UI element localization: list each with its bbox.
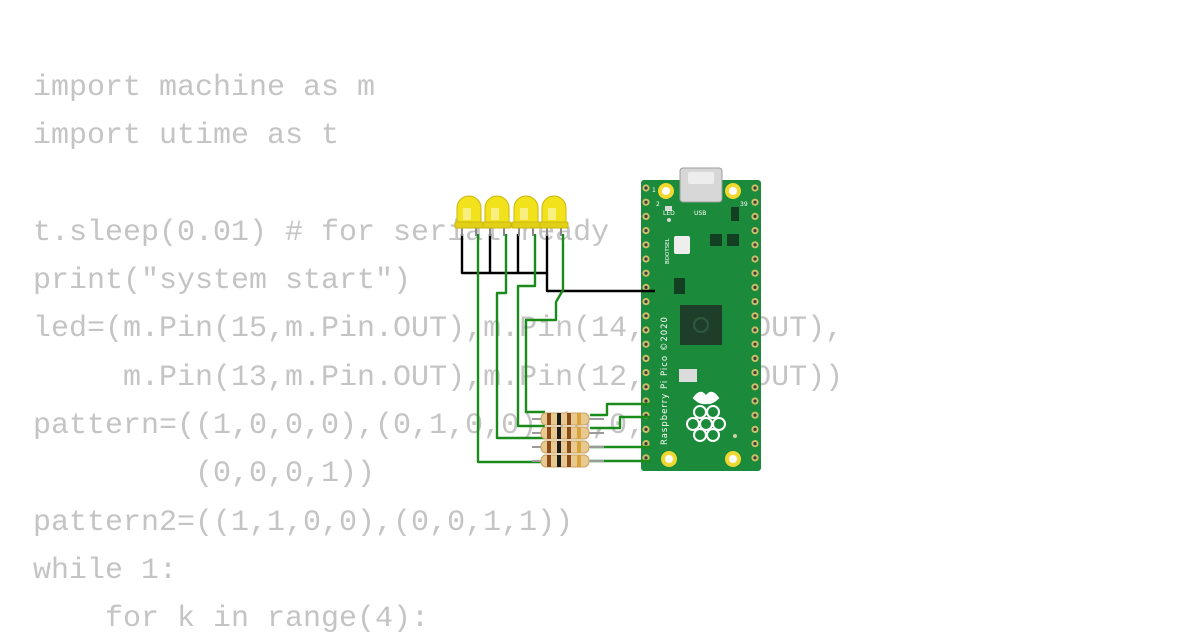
led-row — [454, 195, 569, 236]
resistor-bank — [532, 412, 604, 468]
code-line: print("system start") — [33, 264, 412, 299]
bootsel-button — [674, 236, 690, 254]
circuit-diagram: LED USB 1 2 39 BOOTSEL Raspberry Pi Pico… — [454, 167, 761, 471]
board-name-label: Raspberry Pi Pico ©2020 — [660, 316, 670, 445]
code-line: import utime as t — [33, 119, 340, 154]
mounting-holes — [658, 183, 741, 467]
onboard-led — [665, 206, 672, 211]
resistor — [532, 454, 604, 468]
led-label: LED — [663, 210, 675, 217]
code-line: t.sleep(0.01) # for serial ready — [33, 215, 610, 250]
rp2040-chip — [680, 305, 722, 345]
yellow-led — [454, 195, 484, 236]
resistor — [532, 440, 604, 454]
ground-wires — [460, 234, 655, 293]
signal-wires — [476, 234, 651, 464]
yellow-led — [482, 195, 512, 236]
code-line: import machine as m — [33, 71, 376, 105]
resistor — [532, 426, 604, 440]
code-line: while 1: — [33, 553, 178, 588]
yellow-led — [539, 195, 569, 236]
usb-label: USB — [694, 210, 706, 217]
crystal — [679, 369, 697, 382]
pin1-label: 1 — [652, 187, 656, 194]
yellow-led — [511, 195, 541, 236]
pin2-label: 2 — [656, 201, 660, 208]
raspberry-pi-pico-board: LED USB 1 2 39 BOOTSEL Raspberry Pi Pico… — [641, 167, 761, 471]
pin-header-right — [751, 184, 759, 462]
code-line: pattern2=((1,1,0,0),(0,0,1,1)) — [33, 505, 574, 540]
raspberry-logo-icon — [686, 391, 726, 442]
code-line: pattern=((1,0,0,0),(0,1,0,0),(0,0,1,0), — [33, 409, 736, 444]
resistor — [532, 412, 604, 426]
bootsel-label: BOOTSEL — [665, 237, 671, 264]
pin39-label: 39 — [740, 201, 748, 208]
code-line: (0,0,0,1)) — [33, 457, 376, 492]
